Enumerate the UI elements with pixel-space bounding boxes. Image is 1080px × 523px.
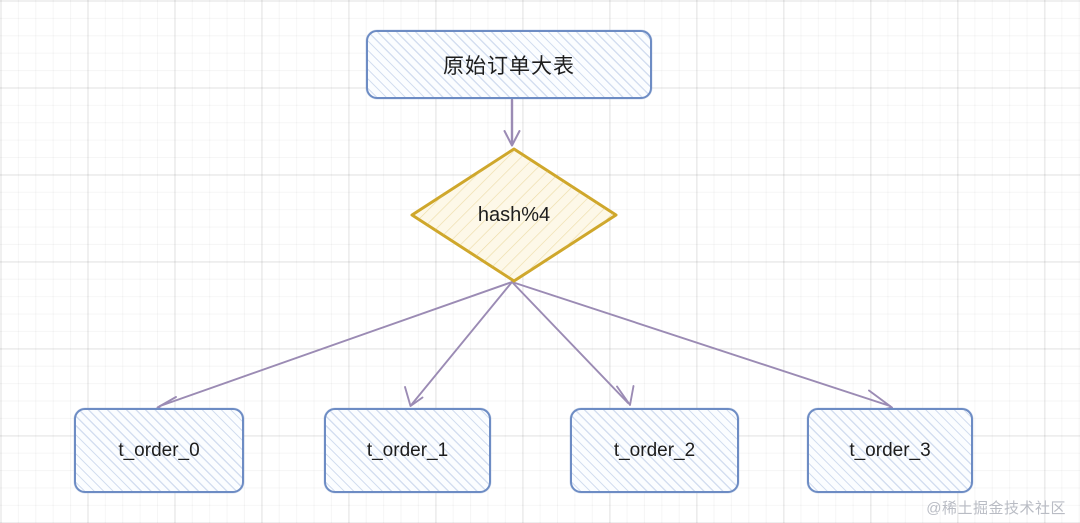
node-shard-t-order-0-label: t_order_0	[118, 439, 200, 461]
node-hash-decision-label: hash%4	[477, 203, 551, 226]
edge-source-to-decision	[503, 98, 521, 147]
diamond-shape	[410, 147, 618, 283]
node-shard-t-order-3-label: t_order_3	[849, 439, 931, 461]
edge-decision-to-shard-1	[404, 281, 513, 407]
node-shard-t-order-2[interactable]: t_order_2	[570, 408, 739, 493]
edge-decision-to-shard-0	[156, 281, 513, 415]
node-source-table[interactable]: 原始订单大表	[366, 30, 652, 99]
node-shard-t-order-1-label: t_order_1	[366, 439, 449, 461]
node-shard-t-order-1[interactable]: t_order_1	[324, 408, 491, 493]
edge-decision-to-shard-3	[511, 281, 893, 413]
node-hash-decision[interactable]: hash%4	[410, 147, 618, 283]
node-shard-t-order-3[interactable]: t_order_3	[807, 408, 973, 493]
edge-decision-to-shard-2	[511, 281, 635, 406]
watermark-text: @稀土掘金技术社区	[926, 500, 1066, 517]
node-source-table-label: 原始订单大表	[443, 54, 575, 78]
node-shard-t-order-0[interactable]: t_order_0	[74, 408, 244, 493]
node-shard-t-order-2-label: t_order_2	[613, 439, 696, 461]
